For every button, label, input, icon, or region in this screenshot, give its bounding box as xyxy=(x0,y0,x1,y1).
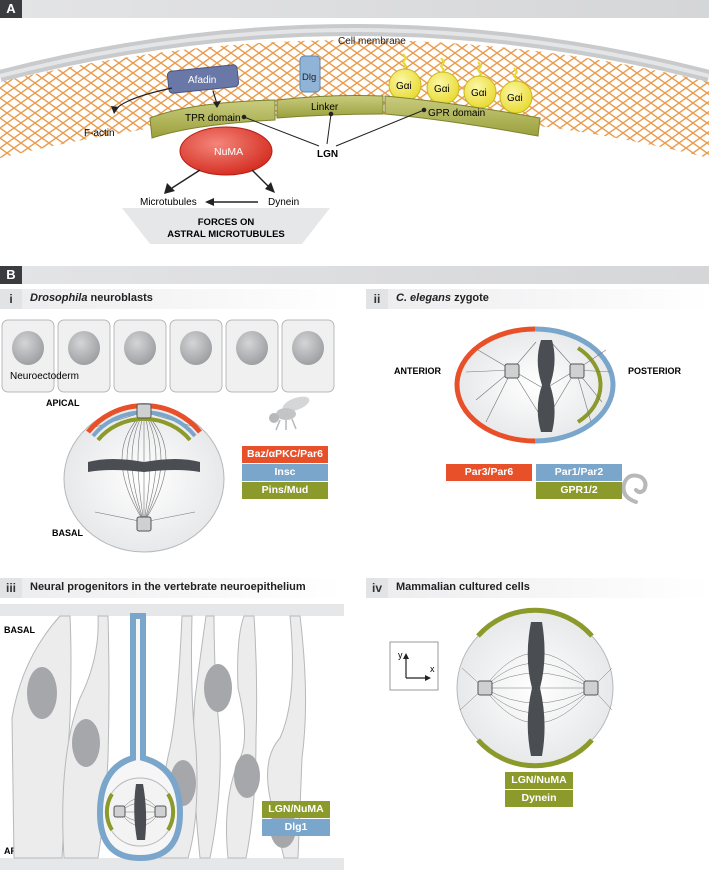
par1-par2-cortex xyxy=(534,326,616,444)
panel-a-header: A xyxy=(0,0,709,18)
cultured-centrosome-left xyxy=(477,680,493,696)
numa-label: NuMA xyxy=(214,146,243,158)
neuroectoderm-cells xyxy=(1,319,335,393)
label-lgn-numa-iv: LGN/NuMA xyxy=(505,772,573,789)
gpr-domain-label: GPR domain xyxy=(428,108,485,119)
label-pins-mud: Pins/Mud xyxy=(242,482,328,499)
panel-bii-num: ii xyxy=(366,289,388,309)
numa-protein xyxy=(179,126,273,176)
basal-label: BASAL xyxy=(52,528,84,538)
label-par3-par6: Par3/Par6 xyxy=(446,464,532,481)
panel-biv-header: iv Mammalian cultured cells xyxy=(366,578,709,598)
cell-membrane-label: Cell membrane xyxy=(338,36,406,47)
panel-bi-diagram: Neuroectoderm APICAL BASAL xyxy=(1,319,335,553)
tpr-domain xyxy=(149,99,276,139)
lgn-pointers xyxy=(241,107,427,147)
dynein-label: Dynein xyxy=(268,197,299,208)
zygote-chromosomes xyxy=(537,340,555,432)
gai-label-2: Gαi xyxy=(434,84,450,95)
top-lgn-numa-crescent xyxy=(476,607,594,638)
label-dynein-iv: Dynein xyxy=(505,790,573,807)
cultured-chromosomes xyxy=(527,622,545,756)
fly-icon xyxy=(269,396,310,431)
progenitor-chromosomes xyxy=(134,784,147,840)
lgn-numa-crescent-right xyxy=(166,792,176,832)
lgn-label: LGN xyxy=(317,149,338,160)
metaphase-chromosomes xyxy=(88,459,200,472)
neuroectoderm-label: Neuroectoderm xyxy=(10,371,79,382)
axes-box xyxy=(389,641,439,691)
forces-line-2: ASTRAL MICROTUBULES xyxy=(167,229,285,240)
label-lgn-numa-iii: LGN/NuMA xyxy=(262,801,330,818)
dlg-label: Dlg xyxy=(302,72,316,83)
tpr-domain-label: TPR domain xyxy=(185,113,241,124)
x-axis-label: x xyxy=(430,664,435,674)
microtubules-label: Microtubules xyxy=(140,197,197,208)
worm-icon xyxy=(621,473,648,504)
panel-biii-num: iii xyxy=(0,578,22,598)
panel-bii-header: ii C. elegans zygote xyxy=(366,289,709,309)
panel-b-letter: B xyxy=(0,266,22,284)
panel-biii-header: iii Neural progenitors in the vertebrate… xyxy=(0,578,344,598)
panel-bi-title: Drosophila neuroblasts xyxy=(30,292,153,304)
linker-label: Linker xyxy=(311,102,339,113)
basal-centrosome xyxy=(136,516,152,532)
par3-par6-cortex xyxy=(454,326,536,444)
label-insc: Insc xyxy=(242,464,328,481)
progenitor-centrosome-left xyxy=(113,805,126,818)
progenitor-nuclei xyxy=(27,664,296,848)
gai-label-1: Gαi xyxy=(396,81,412,92)
label-dlg1: Dlg1 xyxy=(262,819,330,836)
apical-label: APICAL xyxy=(46,398,80,408)
panel-a-diagram: Cell membrane Gαi Gαi Gαi Gαi Afadin Dlg… xyxy=(0,24,709,244)
f-actin-label: F-actin xyxy=(84,128,115,139)
pins-mud-crescent xyxy=(96,416,192,442)
panel-b-header: B xyxy=(0,266,709,284)
dlg-protein xyxy=(299,55,321,93)
panel-biii-title: Neural progenitors in the vertebrate neu… xyxy=(30,581,306,593)
progenitor-centrosome-right xyxy=(154,805,167,818)
panel-biv-diagram: y x xyxy=(389,607,614,769)
forces-line-1: FORCES ON xyxy=(198,217,255,228)
panel-bii-diagram: ANTERIOR POSTERIOR xyxy=(394,326,682,504)
panel-bii-title: C. elegans zygote xyxy=(396,292,489,304)
y-axis-label: y xyxy=(398,650,403,660)
afadin-protein xyxy=(166,64,240,94)
cultured-centrosome-right xyxy=(583,680,599,696)
panel-biii-diagram: BASAL APICAL xyxy=(0,604,344,870)
label-baz-apkc-par6: Baz/αPKC/Par6 xyxy=(242,446,328,463)
label-par1-par2: Par1/Par2 xyxy=(536,464,622,481)
zygote-anterior-centrosome xyxy=(504,363,520,379)
panel-a-letter: A xyxy=(0,0,22,18)
apical-centrosome xyxy=(136,403,152,419)
numa-to-microtubules-arrow xyxy=(171,169,201,189)
linker-domain xyxy=(276,95,384,119)
zygote-posterior-centrosome xyxy=(569,363,585,379)
label-gpr12: GPR1/2 xyxy=(536,482,622,499)
lgn-numa-crescent-left xyxy=(104,792,114,832)
afadin-label: Afadin xyxy=(188,75,216,86)
gpr-domain xyxy=(384,95,541,137)
anterior-label: ANTERIOR xyxy=(394,366,442,376)
gai-subunit-4 xyxy=(499,80,533,114)
numa-to-dynein-arrow xyxy=(251,169,269,187)
bottom-lgn-numa-crescent xyxy=(476,738,594,769)
panel-bi-num: i xyxy=(0,289,22,309)
panel-bi-header: i Drosophila neuroblasts xyxy=(0,289,344,309)
gpr12-cortex xyxy=(576,346,603,424)
gai-label-3: Gαi xyxy=(471,88,487,99)
basal-surface-label: BASAL xyxy=(4,625,36,635)
panel-biv-num: iv xyxy=(366,578,388,598)
forces-box xyxy=(122,208,330,244)
gai-label-4: Gαi xyxy=(507,93,523,104)
panel-biv-title: Mammalian cultured cells xyxy=(396,581,530,593)
posterior-label: POSTERIOR xyxy=(628,366,682,376)
